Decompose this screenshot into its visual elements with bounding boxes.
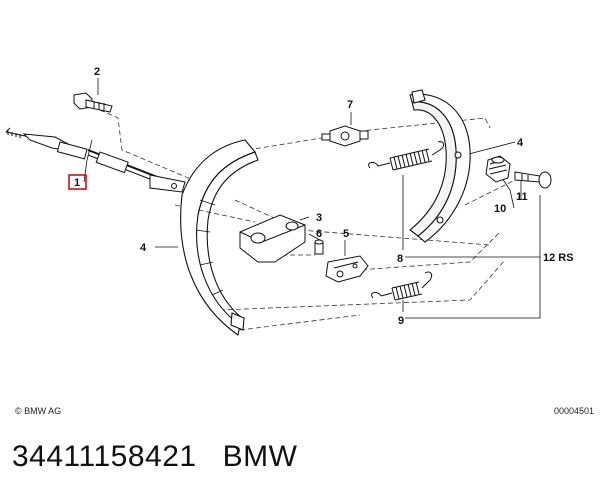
leader-lines xyxy=(83,78,541,319)
spring-part-8 xyxy=(368,141,445,171)
callout-5: 5 xyxy=(343,228,349,240)
brake-shoe-right xyxy=(409,89,471,243)
callout-8: 8 xyxy=(397,253,403,265)
spring-cup-part-10 xyxy=(485,155,511,183)
callout-11: 11 xyxy=(516,191,528,203)
expander-part-3 xyxy=(239,214,306,263)
adjuster-part-5 xyxy=(325,255,369,283)
callout-7: 7 xyxy=(347,99,353,111)
brake-shoe-left xyxy=(180,139,259,336)
callout-6: 6 xyxy=(316,228,322,240)
spring-part-9 xyxy=(371,271,433,301)
part-number-line: 34411158421 BMW xyxy=(12,440,297,474)
callout-4-left: 4 xyxy=(140,242,147,254)
part-number: 34411158421 xyxy=(12,440,197,473)
brake-cable xyxy=(5,127,186,193)
callout-4-right: 4 xyxy=(517,137,524,149)
brand-name: BMW xyxy=(222,440,298,473)
callout-12-rs: 12 RS xyxy=(543,252,574,264)
copyright-text: © BMW AG xyxy=(15,406,61,416)
callout-10: 10 xyxy=(494,203,506,215)
image-code: 00004501 xyxy=(554,406,594,416)
callout-1: 1 xyxy=(74,177,80,189)
callout-9: 9 xyxy=(398,315,404,327)
bolt-part-2 xyxy=(73,92,113,113)
pin-part-6 xyxy=(314,239,324,255)
retaining-pin-part-11 xyxy=(514,171,552,189)
callout-2: 2 xyxy=(94,66,100,78)
callout-1-highlight xyxy=(68,174,87,190)
adjuster-part-7 xyxy=(321,125,369,147)
callout-3: 3 xyxy=(316,212,322,224)
